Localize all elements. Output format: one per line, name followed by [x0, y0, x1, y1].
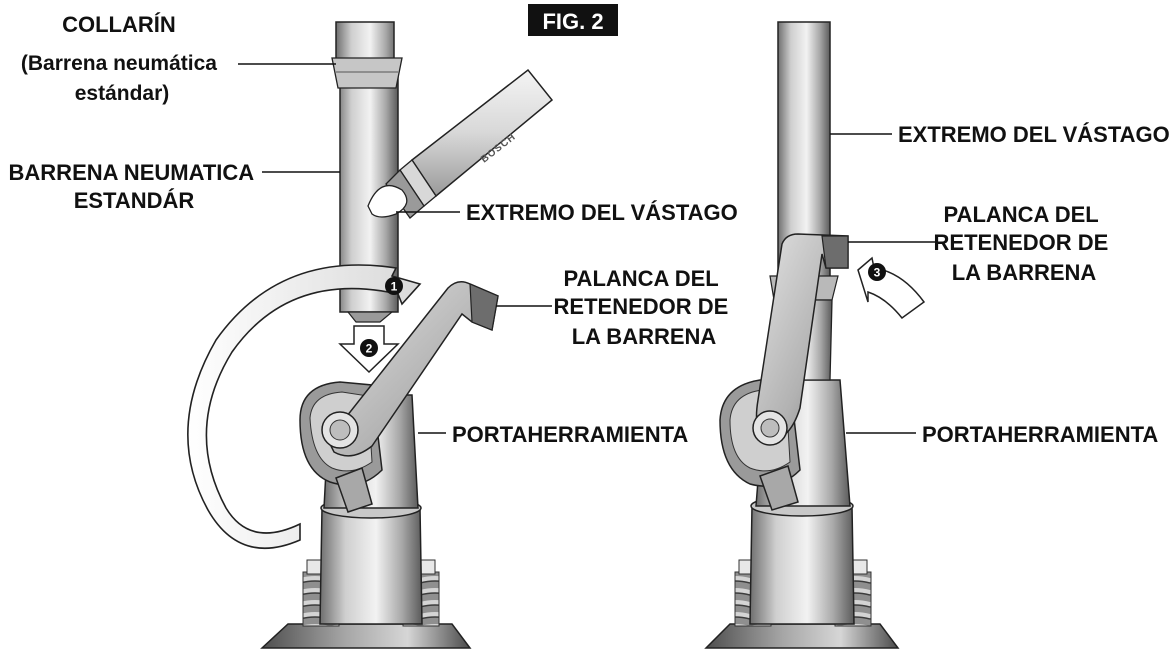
figure-badge: FIG. 2: [528, 4, 618, 36]
left-collar: [331, 57, 403, 89]
close-lever-arrow-icon: [857, 256, 926, 320]
collar-label: COLLARÍN (Barrena neumática estándar): [21, 12, 223, 105]
left-assembly: BOSCH 1 2: [187, 21, 554, 649]
standard-bit-label: BARRENA NEUMATICA ESTANDÁR: [9, 160, 260, 213]
left-tool-holder-body: [319, 507, 423, 625]
left-shank-end-label: EXTREMO DEL VÁSTAGO: [466, 200, 738, 225]
step-1-marker-icon: 1: [385, 277, 403, 295]
figure-number: FIG. 2: [542, 9, 603, 34]
right-assembly: 3: [704, 21, 926, 649]
grease-tube: BOSCH: [367, 68, 554, 219]
step-2-marker-icon: 2: [360, 339, 378, 357]
svg-text:2: 2: [366, 342, 373, 356]
left-base-plate: [260, 623, 472, 649]
svg-text:1: 1: [391, 280, 398, 294]
step-3-marker-icon: 3: [868, 263, 886, 281]
right-shank-end-label: EXTREMO DEL VÁSTAGO: [898, 122, 1170, 147]
right-lever-label: PALANCA DEL RETENEDOR DE LA BARRENA: [934, 202, 1115, 285]
left-tool-holder-label: PORTAHERRAMIENTA: [452, 422, 688, 447]
right-tool-holder-body: [749, 505, 855, 625]
right-base-plate: [704, 623, 900, 649]
leader-lines: [238, 63, 936, 434]
right-tool-holder-label: PORTAHERRAMIENTA: [922, 422, 1158, 447]
svg-text:3: 3: [874, 266, 881, 280]
left-lever-label: PALANCA DEL RETENEDOR DE LA BARRENA: [554, 266, 735, 349]
